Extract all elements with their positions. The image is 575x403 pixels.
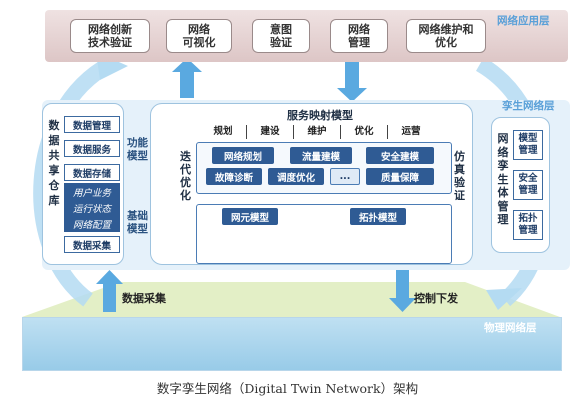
base-model-label: 基础 模型 [127,210,148,235]
right-arc-arrowhead [486,288,522,310]
model-network-element: 网元模型 [222,208,278,225]
control-issue-label: 控制下发 [414,292,458,305]
collect-arrow-head [96,270,123,284]
figure-caption: 数字孪生网络（Digital Twin Network）架构 [156,381,419,396]
repo-data-collect: 数据采集 [64,236,120,253]
left-cycle-arc [33,56,115,307]
model-topology: 拓扑模型 [350,208,406,225]
iterate-optimize-label: 迭代优化 [180,150,191,202]
model-scheduling-optimization: 调度优化 [268,168,324,185]
app-maintenance-optimization: 网络维护和 优化 [406,19,486,53]
app-network-management: 网络 管理 [330,19,388,53]
tab-operation: 运营 [387,125,434,139]
app-intent-verification: 意图 验证 [252,19,310,53]
base-model-row [196,204,452,264]
green-projection [22,282,560,317]
model-ellipsis: ... [330,168,360,185]
collect-arrow-shaft [103,282,116,312]
physical-layer-label: 物理网络层 [484,322,537,334]
tab-maintenance: 维护 [293,125,340,139]
control-arrow-shaft [396,268,409,300]
simulation-verify-label: 仿真验证 [454,150,465,202]
control-arrow-head [389,298,416,312]
application-layer-label: 网络应用层 [497,15,550,27]
tm-security-management: 安全 管理 [513,170,543,200]
capability-arrow-shaft [180,70,194,98]
capability-arrow-head [172,58,202,72]
tm-model-management: 模型 管理 [513,130,543,160]
standard-interface-label: 标准接口 [364,75,401,85]
repo-network-config: 网络配置 [64,215,120,232]
repository-title: 数据共享仓库 [48,119,60,207]
repo-user-business: 用户业务 [64,183,120,200]
model-quality-assurance: 质量保障 [366,168,434,185]
capability-open-label: 能力开放 [198,75,235,85]
app-visualization: 网络 可视化 [166,19,232,53]
data-collect-label: 数据采集 [122,292,166,305]
model-network-planning: 网络规划 [212,147,274,164]
functional-model-label: 功能 模型 [127,137,148,162]
tab-optimization: 优化 [340,125,387,139]
tm-topology-management: 拓扑 管理 [513,210,543,240]
physical-network-layer [22,317,562,371]
app-innovation-verification: 网络创新 技术验证 [70,19,150,53]
repo-data-service: 数据服务 [64,140,120,157]
service-mapping-title: 服务映射模型 [287,109,353,122]
twin-management-title: 网络孪生体管理 [497,132,509,226]
interface-arrow-head [337,88,367,102]
model-fault-diagnosis: 故障诊断 [206,168,262,185]
tab-construction: 建设 [246,125,293,139]
repo-run-status: 运行状态 [64,199,120,216]
tab-planning: 规划 [213,126,233,137]
lifecycle-tabs: 规划 建设 维护 优化 运营 [200,125,434,139]
twin-layer-label: 孪生网络层 [502,100,555,112]
interface-arrow-shaft [345,60,359,90]
repo-data-management: 数据管理 [64,116,120,133]
repo-data-storage: 数据存储 [64,164,120,181]
model-traffic-modeling: 流量建模 [290,147,352,164]
model-security-modeling: 安全建模 [366,147,434,164]
